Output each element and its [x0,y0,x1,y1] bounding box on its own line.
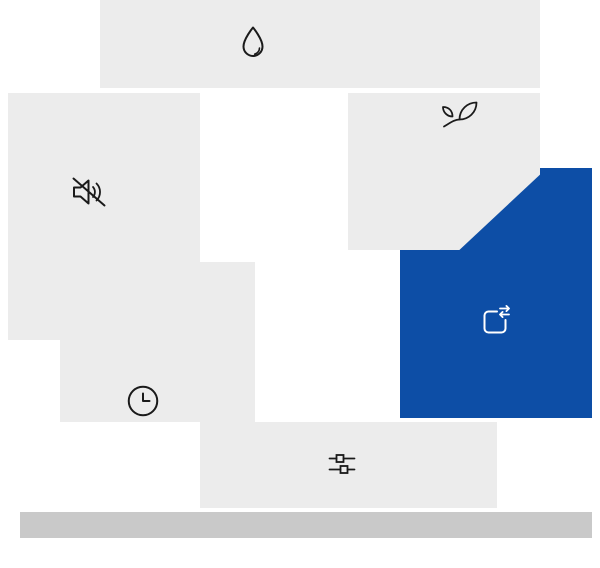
clock-icon [125,383,161,419]
leaves-icon [439,96,479,130]
tile-settings-sliders[interactable] [200,422,497,508]
speaker-muted-icon [67,172,111,212]
scroll-indicator-bar[interactable] [20,512,592,538]
tile-clock-delay[interactable] [60,262,255,422]
water-drop-icon [238,25,268,61]
sliders-icon [327,451,357,477]
tile-water-drop[interactable] [100,0,540,88]
remote-sync-icon [476,303,514,341]
